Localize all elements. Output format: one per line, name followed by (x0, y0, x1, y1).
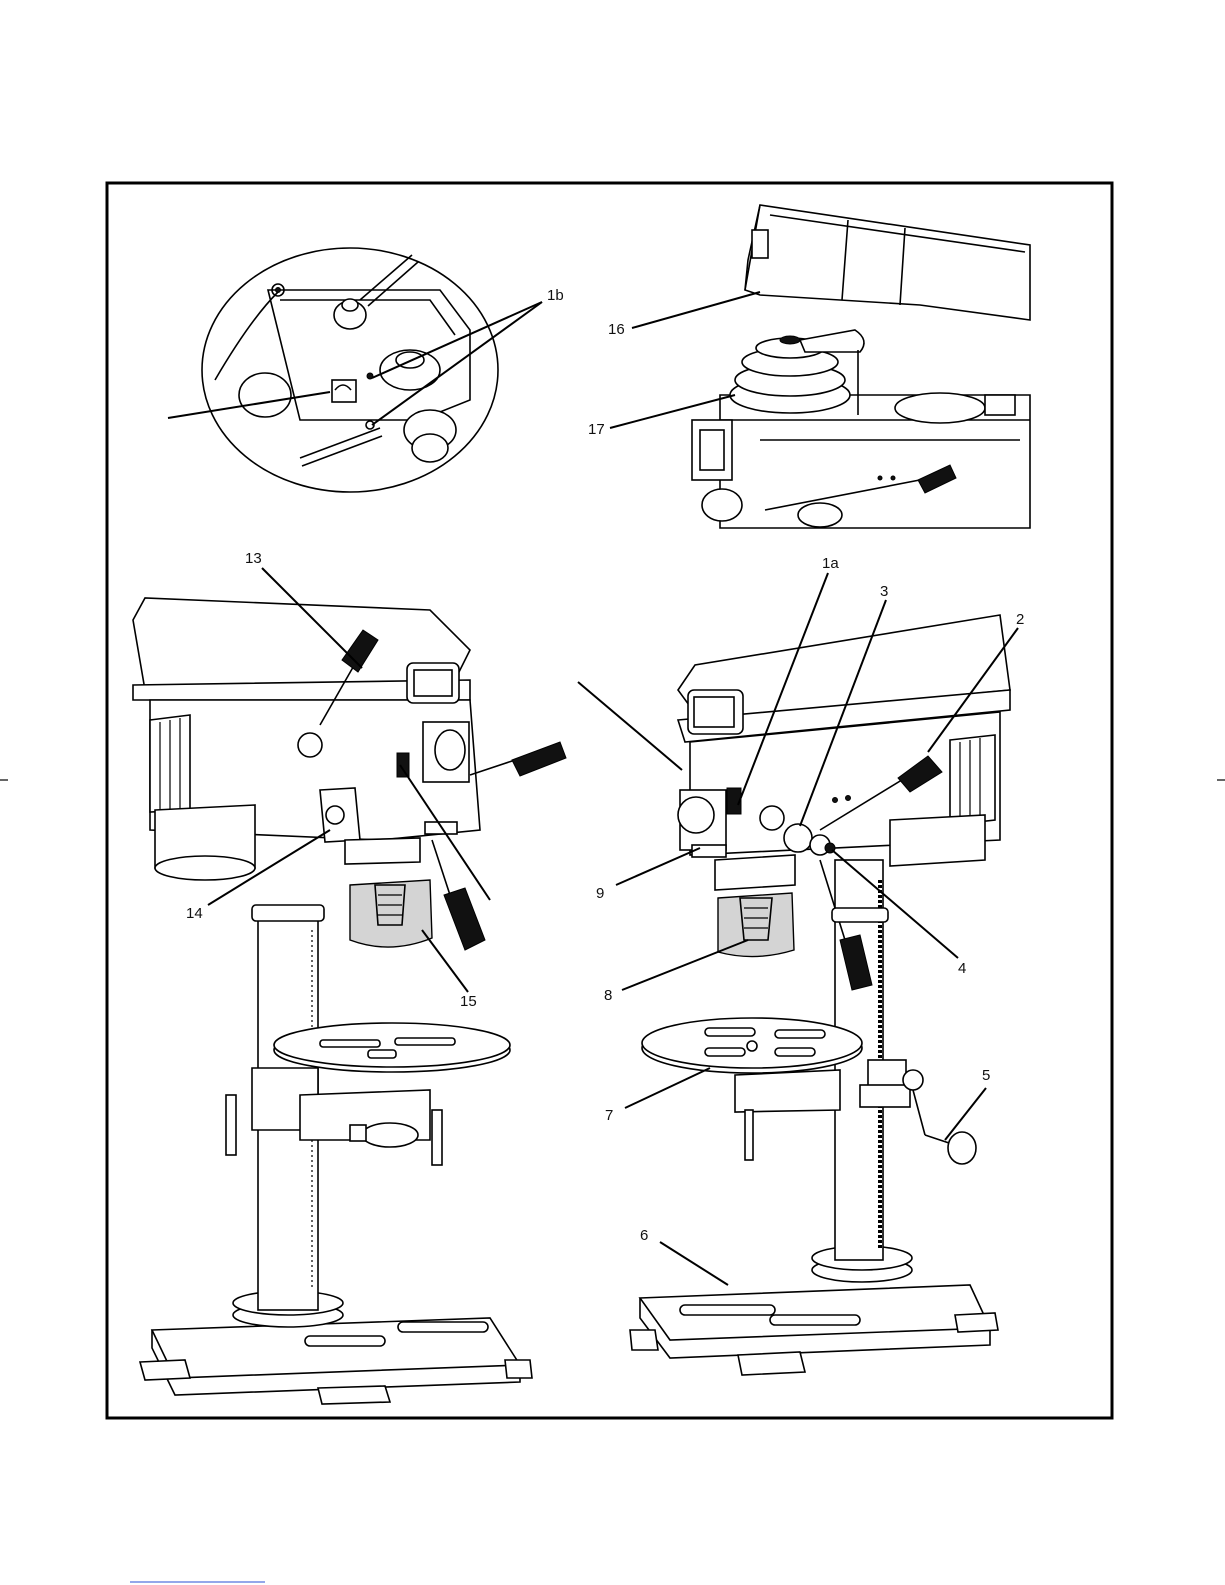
label-1b: 1b (547, 287, 564, 304)
label-13: 13 (245, 550, 262, 567)
label-1a: 1a (822, 555, 839, 572)
leader-7 (625, 1068, 710, 1108)
leader-right-switch (578, 682, 682, 770)
label-9: 9 (596, 885, 604, 902)
label-5: 5 (982, 1067, 990, 1084)
label-2: 2 (1016, 611, 1024, 628)
drill-press-left (133, 598, 566, 1404)
leader-8 (622, 940, 748, 990)
leader-6 (660, 1242, 728, 1285)
leader-9 (616, 848, 700, 885)
label-6: 6 (640, 1227, 648, 1244)
label-4: 4 (958, 960, 966, 977)
label-7: 7 (605, 1107, 613, 1124)
label-16: 16 (608, 321, 625, 338)
leader-16 (632, 292, 760, 328)
label-3: 3 (880, 583, 888, 600)
label-15: 15 (460, 993, 477, 1010)
label-17: 17 (588, 421, 605, 438)
label-8: 8 (604, 987, 612, 1004)
detail-closeup-switch-area (202, 248, 498, 492)
detail-open-belt-cover (692, 205, 1030, 528)
label-14: 14 (186, 905, 203, 922)
drill-press-right (630, 615, 1010, 1375)
